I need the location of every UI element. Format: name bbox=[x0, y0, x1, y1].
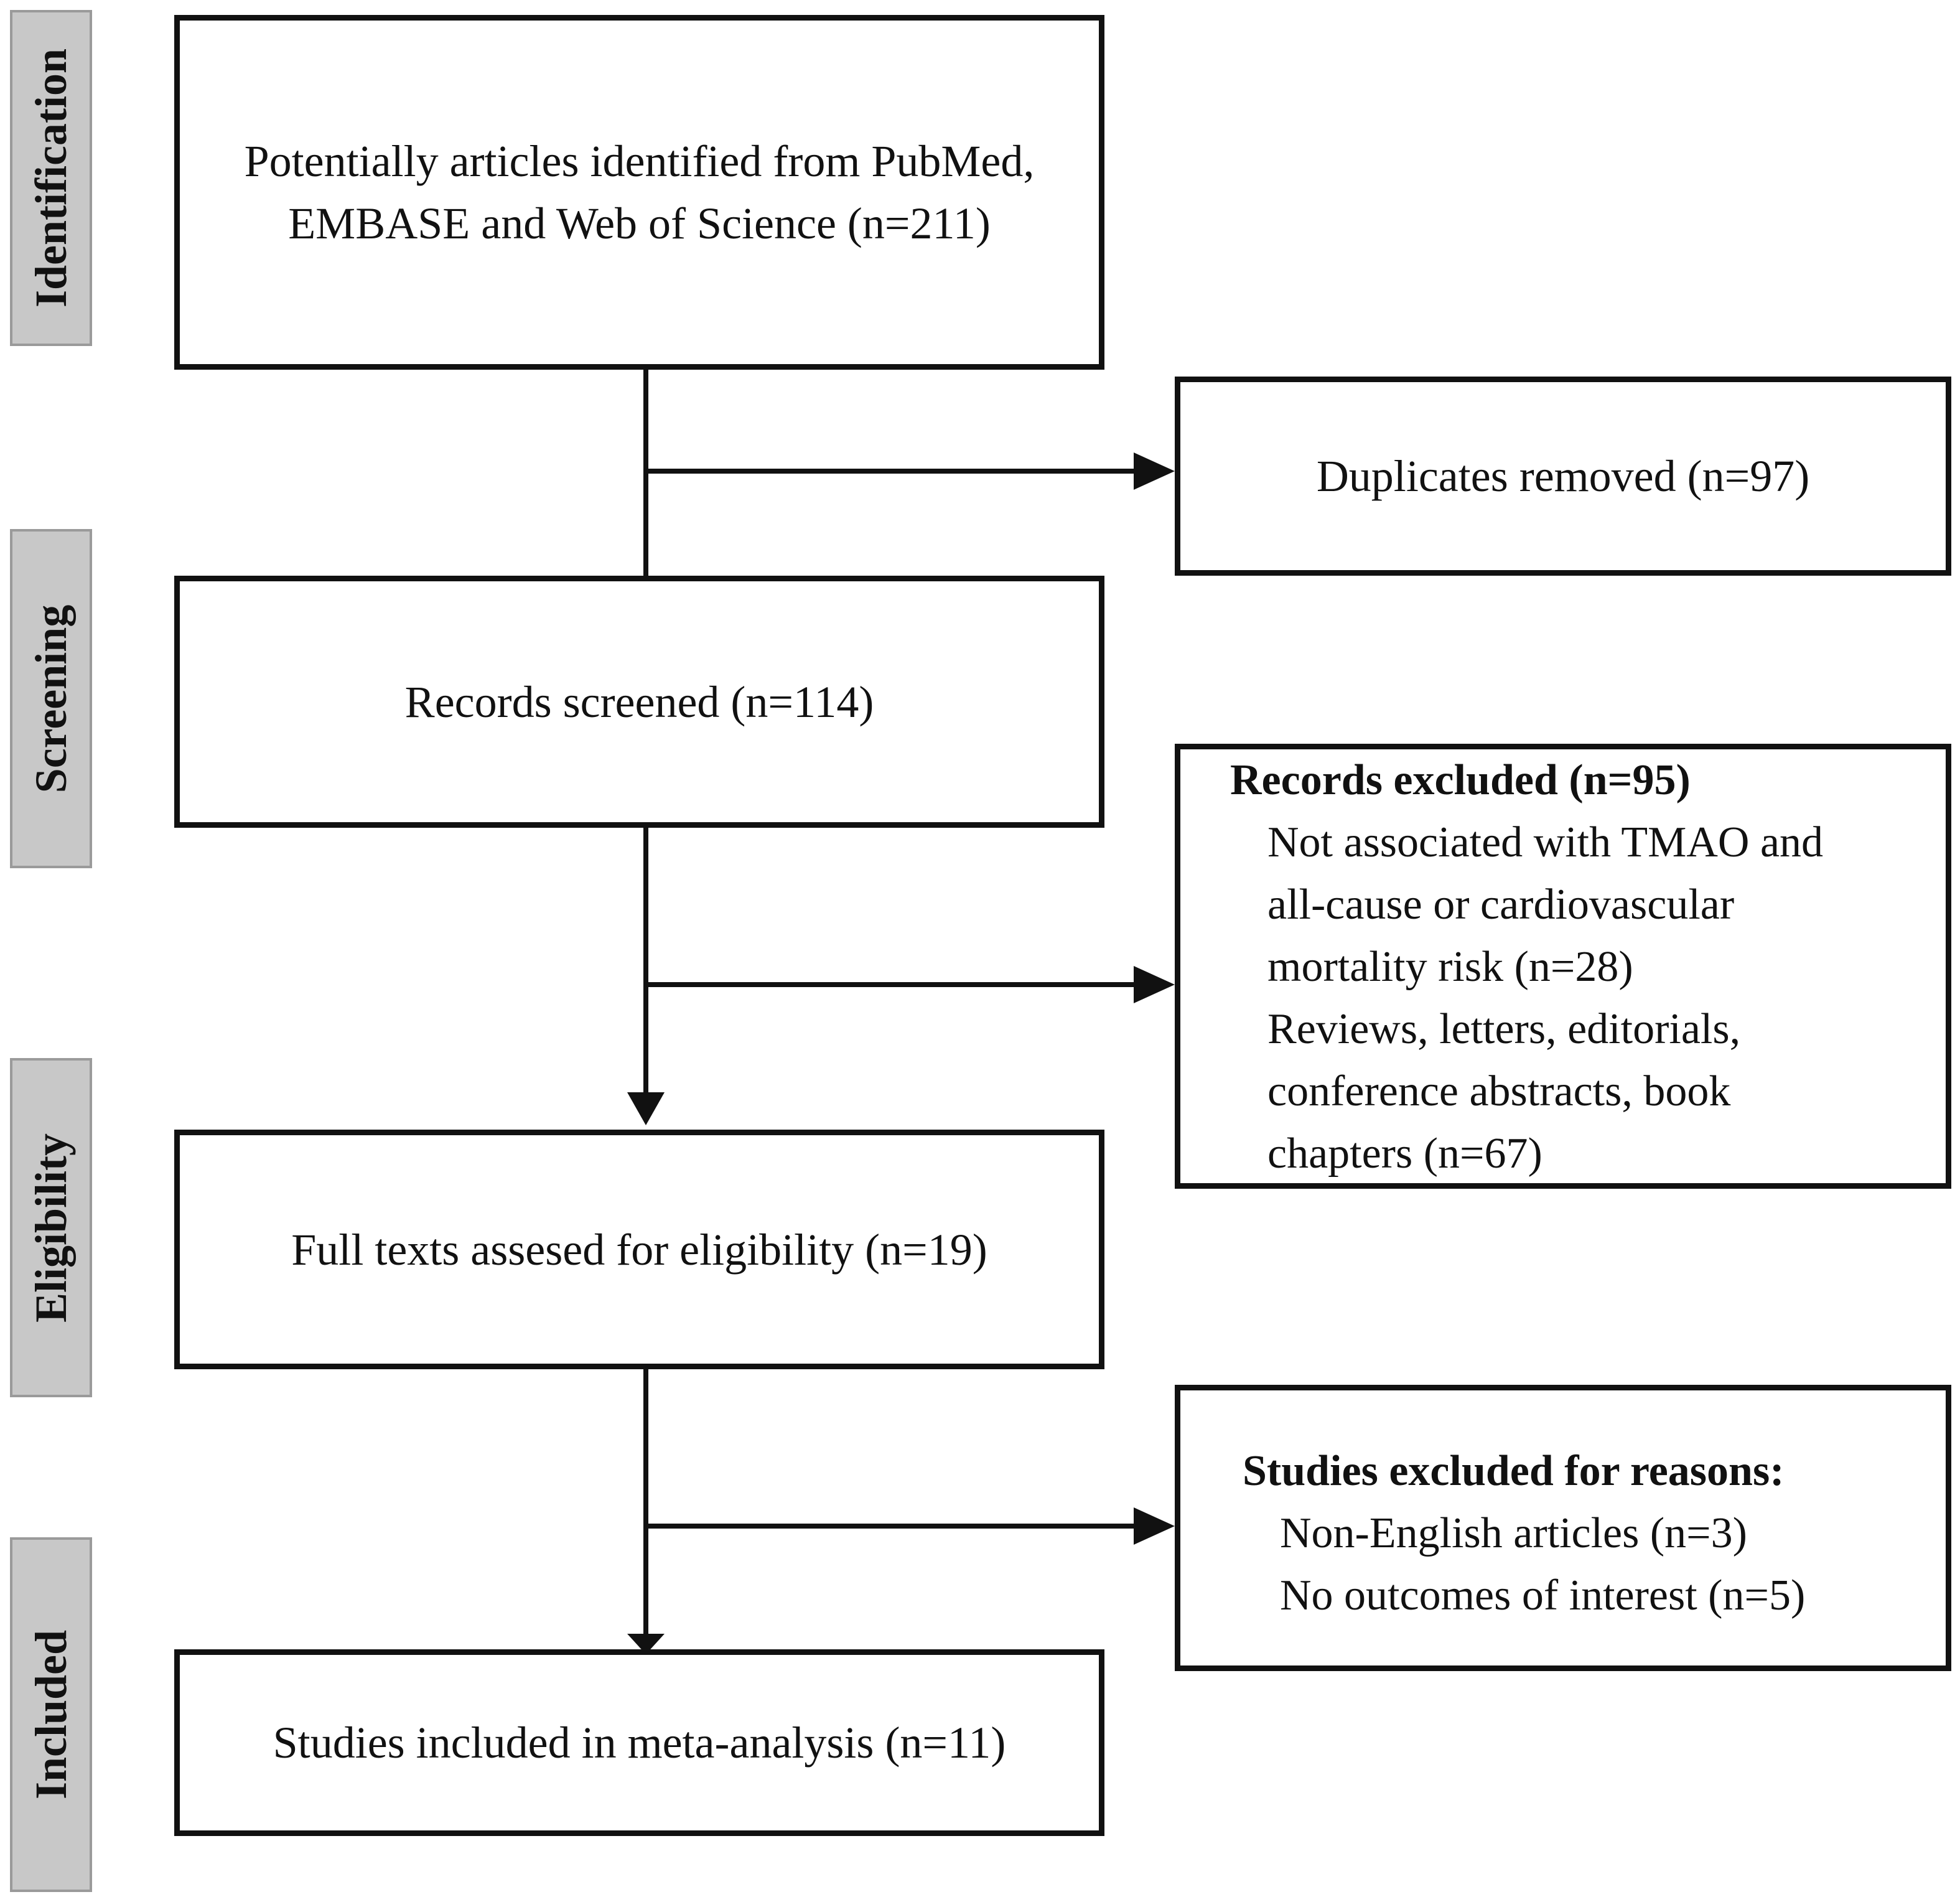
records-excluded-line: all-cause or cardiovascular bbox=[1267, 881, 1735, 929]
records-excluded-line: mortality risk (n=28) bbox=[1267, 943, 1633, 991]
box-articles-identified-line2: EMBASE and Web of Science (n=211) bbox=[288, 199, 991, 248]
arrowhead-to-included bbox=[627, 1634, 665, 1654]
box-full-texts-text: Full texts assesed for eligibility (n=19… bbox=[291, 1224, 987, 1275]
box-records-screened-text: Records screened (n=114) bbox=[404, 677, 874, 727]
box-records-screened: Records screened (n=114) bbox=[174, 576, 1104, 828]
box-studies-included-text: Studies included in meta-analysis (n=11) bbox=[273, 1718, 1006, 1768]
box-articles-identified-line1: Potentially articles identified from Pub… bbox=[244, 136, 1035, 186]
box-full-texts: Full texts assesed for eligibility (n=19… bbox=[174, 1130, 1104, 1369]
stage-identification: Identification bbox=[10, 10, 92, 346]
box-duplicates-removed: Duplicates removed (n=97) bbox=[1175, 377, 1951, 576]
studies-excluded-line: No outcomes of interest (n=5) bbox=[1280, 1572, 1806, 1619]
records-excluded-line: conference abstracts, book bbox=[1267, 1067, 1731, 1115]
records-excluded-line: Reviews, letters, editorials, bbox=[1267, 1005, 1741, 1053]
stage-included: Included bbox=[10, 1537, 92, 1892]
records-excluded-line: chapters (n=67) bbox=[1267, 1130, 1542, 1178]
stage-screening: Screening bbox=[10, 529, 92, 868]
box-articles-identified: Potentially articles identified from Pub… bbox=[174, 15, 1104, 370]
arrowhead-to-records-excluded bbox=[1134, 966, 1175, 1003]
stage-eligibility: Eligibility bbox=[10, 1058, 92, 1397]
arrowhead-to-fulltexts bbox=[627, 1092, 665, 1125]
box-studies-included: Studies included in meta-analysis (n=11) bbox=[174, 1649, 1104, 1836]
studies-excluded-reasons: Non-English articles (n=3) No outcomes o… bbox=[1280, 1502, 1805, 1627]
arrowhead-to-studies-excluded bbox=[1134, 1507, 1175, 1545]
box-records-excluded: Records excluded (n=95) Not associated w… bbox=[1175, 744, 1951, 1189]
records-excluded-line: Not associated with TMAO and bbox=[1267, 818, 1824, 866]
records-excluded-reasons: Not associated with TMAO and all-cause o… bbox=[1267, 812, 1823, 1185]
studies-excluded-title: Studies excluded for reasons: bbox=[1243, 1447, 1785, 1495]
box-duplicates-removed-text: Duplicates removed (n=97) bbox=[1316, 451, 1810, 501]
records-excluded-title: Records excluded (n=95) bbox=[1230, 756, 1691, 804]
arrowhead-to-duplicates bbox=[1134, 452, 1175, 490]
studies-excluded-line: Non-English articles (n=3) bbox=[1280, 1509, 1747, 1557]
box-studies-excluded: Studies excluded for reasons: Non-Englis… bbox=[1175, 1385, 1951, 1671]
